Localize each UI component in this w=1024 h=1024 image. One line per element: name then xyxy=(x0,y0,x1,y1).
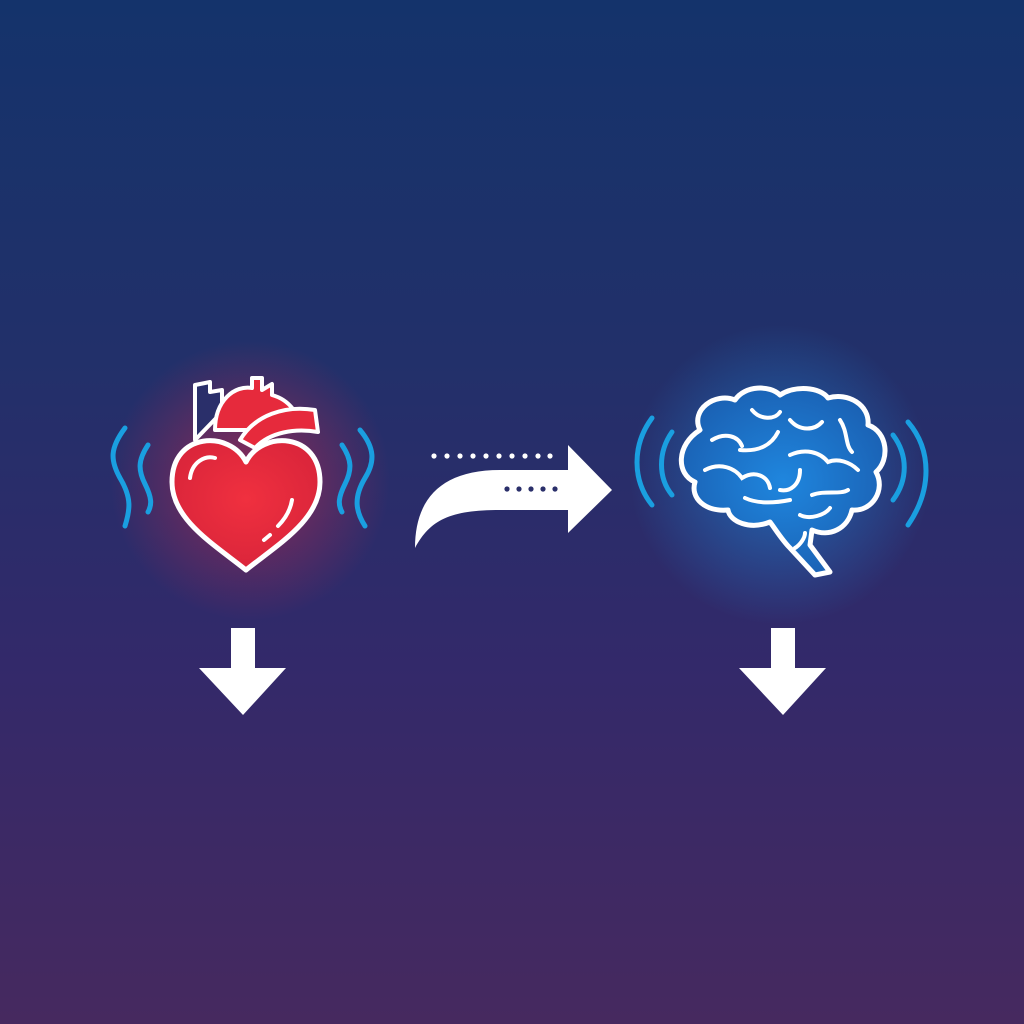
heart-down-arrow-icon xyxy=(199,628,286,715)
heart-artery xyxy=(238,406,320,450)
dotted-line-inner xyxy=(504,486,558,492)
curved-right-arrow-icon xyxy=(415,445,612,548)
heart-icon xyxy=(110,340,390,620)
heart-body xyxy=(169,438,323,573)
dotted-line-top xyxy=(431,453,553,459)
arrow-shape xyxy=(415,445,612,548)
brain-folds xyxy=(703,408,860,550)
brain-icon xyxy=(630,325,930,625)
heart-pulse-waves-icon xyxy=(110,425,375,529)
brain-down-arrow-icon xyxy=(739,628,826,715)
brain-signal-waves-icon xyxy=(634,415,929,528)
